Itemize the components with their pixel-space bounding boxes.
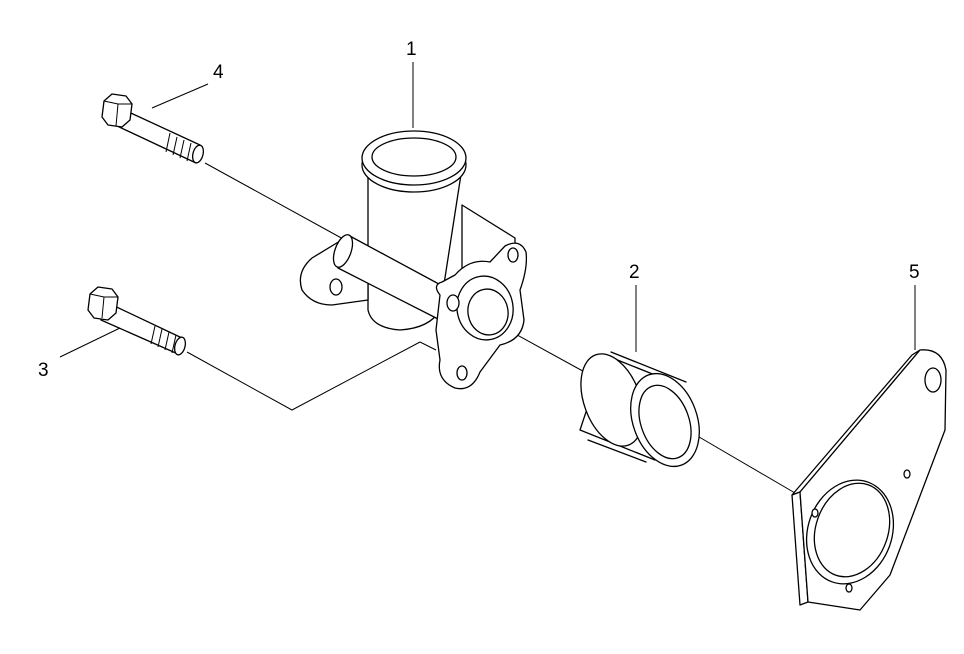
callout-1: 1 <box>406 39 417 60</box>
sleeve-icon <box>579 351 700 468</box>
hex-bolt-icon <box>87 286 187 356</box>
callout-2: 2 <box>629 262 640 283</box>
gasket-plate-icon <box>791 349 947 611</box>
water-outlet-housing-icon <box>299 130 528 390</box>
leader-lines <box>59 62 916 358</box>
callout-4: 4 <box>213 62 224 83</box>
callout-5: 5 <box>909 262 920 283</box>
callout-3: 3 <box>38 360 49 381</box>
hex-bolt-icon <box>101 93 205 164</box>
